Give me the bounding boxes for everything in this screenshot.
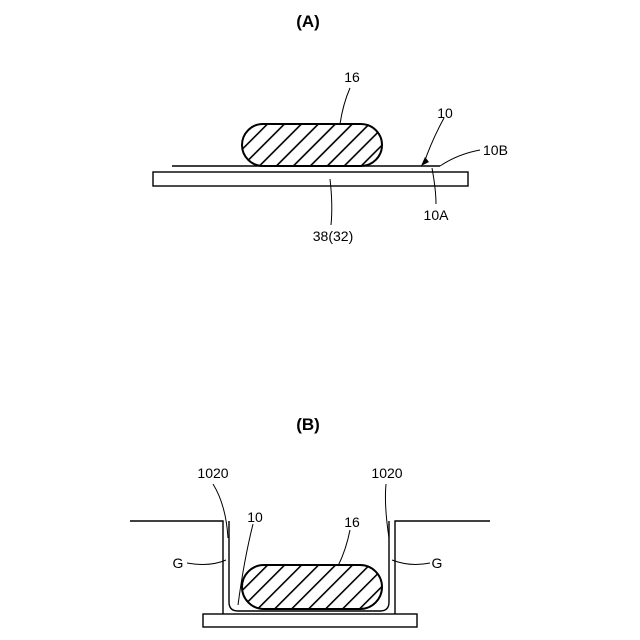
- hatched-body-16-b: [242, 565, 382, 609]
- label-g-right: G: [432, 555, 443, 571]
- label-1020-left: 1020: [197, 465, 228, 481]
- label-10-b: 10: [247, 509, 263, 525]
- panel-a-title: (A): [296, 12, 320, 31]
- leader-1020-left: [213, 484, 228, 538]
- leader-10: [424, 118, 444, 163]
- panel-b: (B) 1020 1020 10 16 G G: [130, 415, 490, 627]
- label-38-32: 38(32): [313, 228, 353, 244]
- leader-g-right: [392, 560, 430, 564]
- panel-b-title: (B): [296, 415, 320, 434]
- leader-16-b: [338, 530, 350, 566]
- base-plate-38: [153, 172, 468, 186]
- label-10a: 10A: [424, 207, 450, 223]
- hatched-body-16: [242, 124, 382, 166]
- leader-10b: [440, 150, 480, 166]
- leader-g-left: [187, 560, 226, 564]
- label-16-a: 16: [344, 69, 360, 85]
- base-plate-b: [203, 614, 417, 627]
- label-1020-right: 1020: [371, 465, 402, 481]
- arrow-10: [421, 157, 429, 166]
- mold-right: [395, 521, 490, 614]
- label-10b: 10B: [483, 142, 508, 158]
- panel-a: (A) 16 10 10B 10A 38(32): [153, 12, 508, 244]
- label-10-a: 10: [437, 105, 453, 121]
- label-g-left: G: [173, 555, 184, 571]
- leader-16: [340, 88, 350, 124]
- label-16-b: 16: [344, 514, 360, 530]
